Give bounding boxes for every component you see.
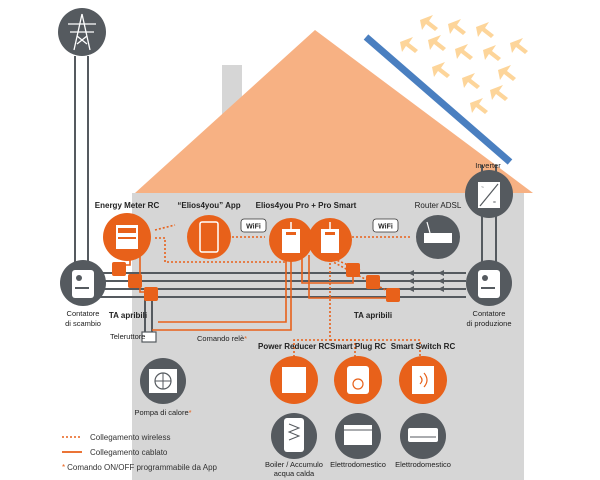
legend-note: *Comando ON/OFF programmabile da App bbox=[62, 463, 218, 472]
legend-wireless-label: Collegamento wireless bbox=[90, 433, 170, 442]
teleruttore-icon bbox=[141, 331, 157, 343]
label-ta-left: TA apribili bbox=[109, 311, 147, 320]
elios-pro-icon bbox=[269, 218, 313, 262]
label-comando-rele: Comando relè* bbox=[197, 334, 247, 343]
wifi-badge-right: WiFi bbox=[372, 218, 399, 233]
label-boiler-1: Boiler / Accumulo bbox=[265, 460, 323, 469]
label-smart-plug: Smart Plug RC bbox=[330, 342, 386, 351]
wifi-label-left: WiFi bbox=[246, 224, 261, 231]
label-pompa: Pompa di calore* bbox=[134, 408, 191, 417]
boiler-icon bbox=[271, 413, 317, 459]
label-appliance-2: Elettrodomestico bbox=[395, 460, 451, 469]
smart-switch-icon bbox=[399, 356, 447, 404]
label-ta-right: TA apribili bbox=[354, 311, 392, 320]
elios-smart-icon bbox=[308, 218, 352, 262]
solar-panel bbox=[363, 34, 513, 165]
sun-arrows bbox=[400, 15, 528, 114]
label-appliance-1: Elettrodomestico bbox=[330, 460, 386, 469]
label-router: Router ADSL bbox=[415, 201, 462, 210]
label-elios-pro: Elios4you Pro + Pro Smart bbox=[256, 201, 357, 210]
smartphone-app-icon bbox=[187, 215, 231, 259]
label-elios-app: “Elios4you” App bbox=[177, 201, 240, 210]
inverter-icon: ~ = bbox=[465, 170, 513, 218]
ta-clamps-right bbox=[346, 263, 400, 302]
label-inverter: Inverter bbox=[475, 161, 501, 170]
wired-connections bbox=[122, 255, 394, 331]
ta-clamps-left bbox=[112, 262, 158, 301]
label-power-reducer: Power Reducer RC bbox=[258, 342, 330, 351]
label-energy-meter: Energy Meter RC bbox=[95, 201, 160, 210]
svg-text:=: = bbox=[493, 200, 496, 206]
router-icon bbox=[416, 215, 460, 259]
meter-exchange bbox=[60, 260, 106, 306]
power-reducer-icon bbox=[270, 356, 318, 404]
label-meter-right-2: di produzione bbox=[466, 319, 511, 328]
svg-text:~: ~ bbox=[481, 185, 484, 191]
flow-arrows bbox=[408, 270, 444, 292]
label-boiler-2: acqua calda bbox=[274, 469, 315, 478]
wifi-badge-left: WiFi bbox=[240, 218, 267, 233]
energy-meter-icon bbox=[103, 213, 151, 261]
heat-pump-icon bbox=[140, 358, 186, 404]
label-meter-left-2: di scambio bbox=[65, 319, 101, 328]
wifi-label-right: WiFi bbox=[378, 224, 393, 231]
appliance-icon-2 bbox=[400, 413, 446, 459]
appliance-icon-1 bbox=[335, 413, 381, 459]
power-pylon-icon bbox=[58, 8, 106, 56]
meter-production bbox=[466, 260, 512, 306]
roof bbox=[135, 30, 533, 193]
legend-wired-label: Collegamento cablato bbox=[90, 448, 168, 457]
label-meter-right-1: Contatore bbox=[473, 309, 506, 318]
label-smart-switch: Smart Switch RC bbox=[391, 342, 456, 351]
legend: Collegamento wireless Collegamento cabla… bbox=[62, 433, 218, 472]
label-teleruttore: Teleruttore bbox=[110, 332, 145, 341]
smart-plug-icon bbox=[334, 356, 382, 404]
label-meter-left-1: Contatore bbox=[67, 309, 100, 318]
